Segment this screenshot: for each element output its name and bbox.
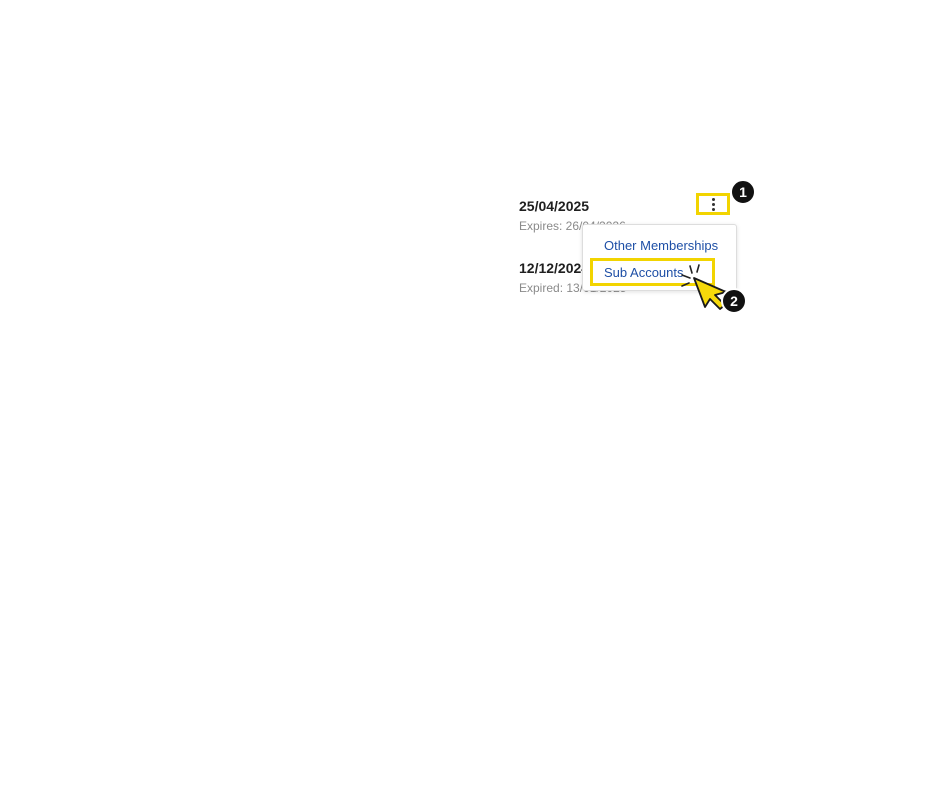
step-1-badge: 1 (730, 179, 756, 205)
menu-item-other-memberships[interactable]: Other Memberships (604, 238, 719, 253)
membership-date: 12/12/2024 (519, 260, 590, 276)
vertical-dots-icon (711, 197, 715, 211)
membership-date: 25/04/2025 (519, 198, 590, 214)
menu-item-sub-accounts[interactable]: Sub Accounts (604, 265, 684, 280)
more-options-button[interactable] (696, 193, 730, 215)
options-dropdown-menu: Other Memberships Sub Accounts (582, 224, 737, 291)
step-2-badge: 2 (721, 288, 747, 314)
